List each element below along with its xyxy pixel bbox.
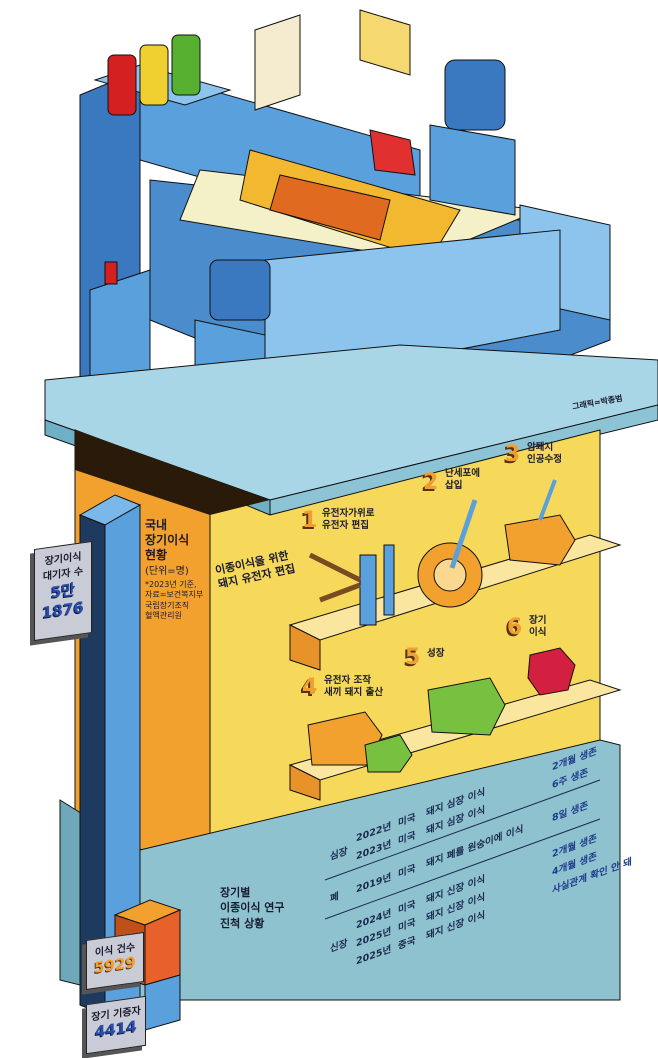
- operating-room-illustration: [79, 9, 611, 456]
- step-number: 4: [302, 675, 318, 700]
- surgeon-figure: [209, 259, 271, 321]
- stats-title: 국내 장기이식 현황: [145, 518, 189, 563]
- red-bottle-icon: [107, 54, 137, 116]
- research-title-line: 장기별: [220, 886, 251, 899]
- stats-note: *2023년 기준, 자료=보건복지부 국립장기조직 혈액관리원: [145, 580, 203, 622]
- surgeon-figure: [444, 59, 506, 131]
- step-number: 2: [423, 470, 439, 495]
- country: 미국: [398, 829, 416, 848]
- heart-icon: [527, 647, 576, 696]
- green-bottle-icon: [171, 34, 201, 96]
- donor-bar: [144, 974, 181, 1031]
- step-line: 유전자 조작: [324, 675, 372, 686]
- transplant-label-card: 이식 건수 5929: [86, 931, 144, 991]
- step-line: 인공수정: [527, 453, 562, 465]
- country: 중국: [398, 934, 416, 953]
- step-line: 이식: [529, 626, 547, 638]
- heart-icon: [369, 129, 416, 176]
- pipette-icon: [449, 499, 478, 569]
- scissors-icon: [308, 552, 362, 603]
- yellow-bottle-icon: [139, 44, 169, 106]
- country: 미국: [398, 916, 416, 935]
- dna-icon: [359, 544, 395, 626]
- year: 2019년: [356, 871, 392, 896]
- step-line: 암퇘지: [527, 442, 554, 453]
- research-title-line: 이종이식 연구: [220, 901, 285, 915]
- step-line: 난세포에: [445, 468, 480, 479]
- note-line: *2023년 기준,: [145, 580, 197, 589]
- country: 미국: [398, 862, 416, 881]
- step-number: 3: [505, 442, 521, 467]
- stats-unit: (단위=명): [145, 566, 189, 577]
- step-line: 유전자가위로: [322, 508, 375, 519]
- step-number: 5: [405, 645, 421, 670]
- country: 미국: [398, 898, 416, 917]
- monitor-icon: [359, 9, 411, 76]
- step-line: 유전자 편집: [322, 519, 370, 531]
- syringe-icon: [538, 479, 557, 521]
- waiting-label-card: 장기이식 대기자 수 5만 1876: [34, 540, 92, 642]
- stats-title-line: 국내: [145, 518, 168, 532]
- note-line: 국립장기조직: [145, 600, 190, 610]
- step-line: 새끼 돼지 출산: [324, 686, 384, 698]
- step-line: 성장: [427, 648, 445, 659]
- result: 8일 생존: [552, 800, 589, 825]
- research-title: 장기별 이종이식 연구 진척 상황: [220, 885, 285, 931]
- note-line: 자료=보건복지부: [145, 590, 204, 600]
- research-title-line: 진척 상황: [220, 916, 265, 930]
- divider: [324, 818, 601, 920]
- step-5-text: 성장: [427, 648, 444, 660]
- pig-icon: [504, 514, 576, 566]
- divider: [324, 779, 601, 881]
- step-line: 장기: [529, 615, 547, 626]
- step-number: 6: [507, 615, 523, 640]
- monitor-icon: [254, 14, 301, 111]
- piglet-icon: [364, 734, 413, 773]
- step-line: 삽입: [445, 479, 463, 491]
- note-line: 혈액관리원: [145, 611, 182, 621]
- pig-icon: [427, 677, 506, 736]
- step-number: 1: [302, 508, 318, 533]
- stats-title-line: 장기이식: [145, 533, 190, 547]
- stats-title-line: 현황: [145, 548, 168, 562]
- donor-label-card: 장기 기증자 4414: [86, 995, 146, 1055]
